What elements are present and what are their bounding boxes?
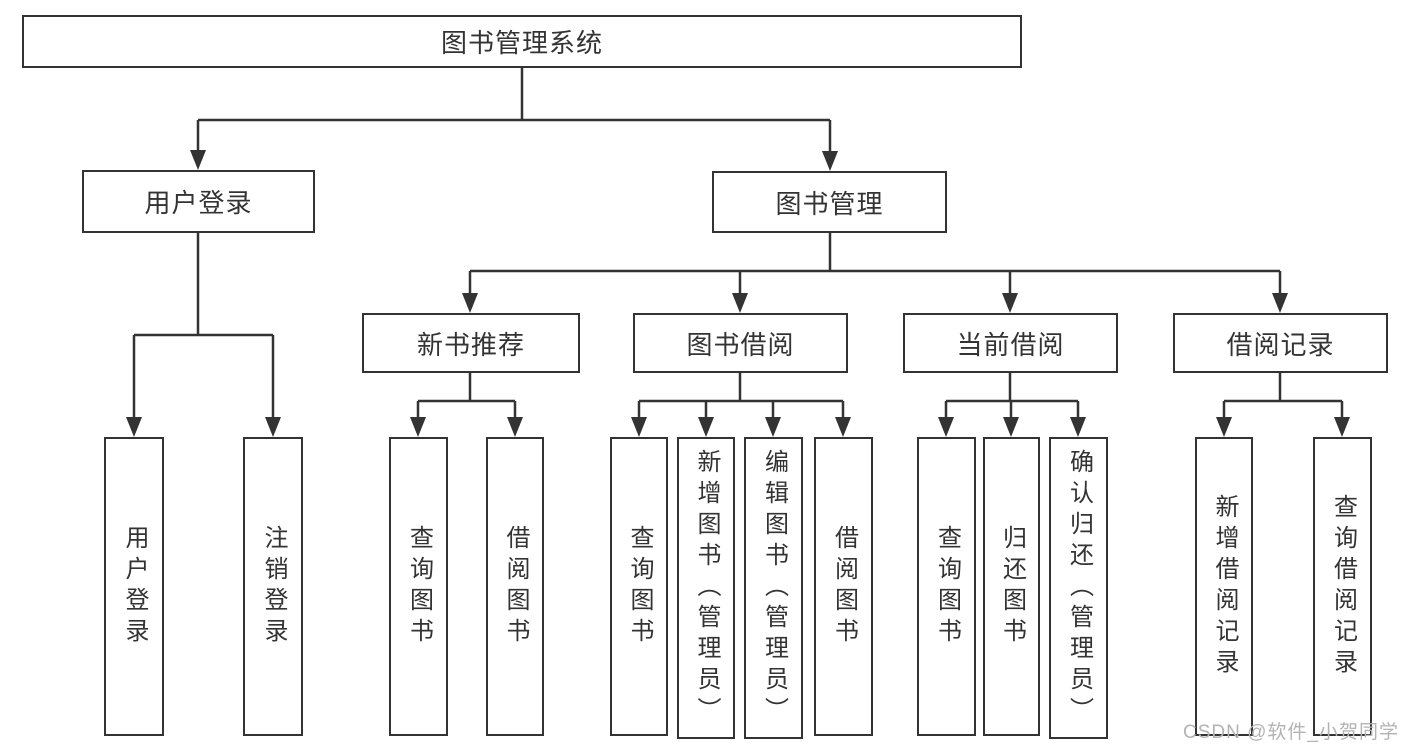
leaf-label: 归还图书 <box>998 524 1026 649</box>
node-new-book-recommend: 新书推荐 <box>362 313 580 373</box>
node-label: 借阅记录 <box>1226 329 1335 360</box>
connector-lines <box>132 68 1344 419</box>
leaf-borrow-edit-books-admin: 编辑图书（管理员） <box>744 437 803 739</box>
leaf-borrow-query-books: 查询图书 <box>610 437 668 736</box>
leaf-logout: 注销登录 <box>243 437 303 736</box>
csdn-watermark: CSDN @软件_小贺同学 <box>1183 722 1399 743</box>
leaf-user-login: 用户登录 <box>104 437 164 736</box>
leaf-newbook-borrow-books: 借阅图书 <box>486 437 544 736</box>
leaf-label: 查询借阅记录 <box>1329 493 1357 680</box>
arrow-down-icon <box>507 417 523 437</box>
leaf-records-add-record: 新增借阅记录 <box>1195 437 1253 736</box>
arrow-down-icon <box>732 293 748 313</box>
node-label: 图书管理 <box>775 188 884 219</box>
leaf-borrow-add-books-admin: 新增图书（管理员） <box>677 437 735 739</box>
arrow-down-icon <box>1216 417 1232 437</box>
node-label: 用户登录 <box>144 188 253 218</box>
leaf-current-return-books: 归还图书 <box>983 437 1040 736</box>
leaf-newbook-query-books: 查询图书 <box>389 437 448 736</box>
arrow-down-icon <box>410 417 426 437</box>
connector-newbook-to-leaves <box>416 373 517 419</box>
arrow-down-icon <box>462 293 478 313</box>
node-label: 图书管理系统 <box>440 28 603 58</box>
leaf-label: 新增借阅记录 <box>1211 493 1238 680</box>
node-label: 图书借阅 <box>686 329 795 360</box>
arrow-down-icon <box>265 417 281 437</box>
leaf-label: 借阅图书 <box>830 524 858 649</box>
node-label: 当前借阅 <box>956 329 1065 360</box>
node-book-management: 图书管理 <box>712 171 947 233</box>
connector-currentborrow-to-leaves <box>944 373 1080 419</box>
arrow-down-icon <box>698 417 714 437</box>
arrow-down-icon <box>190 150 206 170</box>
arrow-down-icon <box>1002 293 1018 313</box>
arrow-down-icon <box>1334 417 1350 437</box>
connector-root-to-level2 <box>196 68 832 153</box>
arrow-down-icon <box>822 151 838 171</box>
arrow-down-icon <box>1272 293 1288 313</box>
node-book-borrow: 图书借阅 <box>633 313 848 373</box>
connector-borrowrecord-to-leaves <box>1222 373 1344 419</box>
arrow-down-icon <box>765 417 781 437</box>
leaf-label: 新增图书（管理员） <box>693 448 720 728</box>
node-root-system: 图书管理系统 <box>22 15 1022 68</box>
arrow-down-icon <box>126 417 142 437</box>
node-current-borrow: 当前借阅 <box>903 313 1118 373</box>
leaf-label: 确认归还（管理员） <box>1065 448 1093 728</box>
arrow-down-icon <box>631 417 647 437</box>
leaf-borrow-borrow-books: 借阅图书 <box>814 437 873 736</box>
node-label: 新书推荐 <box>416 329 525 360</box>
node-user-login: 用户登录 <box>82 170 315 233</box>
leaf-label: 查询图书 <box>626 524 653 649</box>
arrow-down-icon <box>938 417 954 437</box>
node-borrow-records: 借阅记录 <box>1173 313 1388 373</box>
leaf-label: 查询图书 <box>405 524 433 649</box>
arrowhead-icons <box>126 150 1350 437</box>
leaf-label: 注销登录 <box>260 524 287 649</box>
leaf-current-confirm-return-admin: 确认归还（管理员） <box>1049 437 1108 739</box>
arrow-down-icon <box>1070 417 1086 437</box>
arrow-down-icon <box>1003 417 1019 437</box>
leaf-records-query-record: 查询借阅记录 <box>1313 437 1372 736</box>
arrow-down-icon <box>835 417 851 437</box>
leaf-label: 借阅图书 <box>502 524 529 649</box>
leaf-label: 用户登录 <box>121 524 148 649</box>
leaf-label: 查询图书 <box>933 524 961 649</box>
connector-bookborrow-to-leaves <box>637 373 845 419</box>
connector-mgmt-to-level3 <box>468 233 1282 295</box>
connector-login-to-leaves <box>132 233 275 419</box>
leaf-label: 编辑图书（管理员） <box>760 448 788 728</box>
leaf-current-query-books: 查询图书 <box>917 437 976 736</box>
